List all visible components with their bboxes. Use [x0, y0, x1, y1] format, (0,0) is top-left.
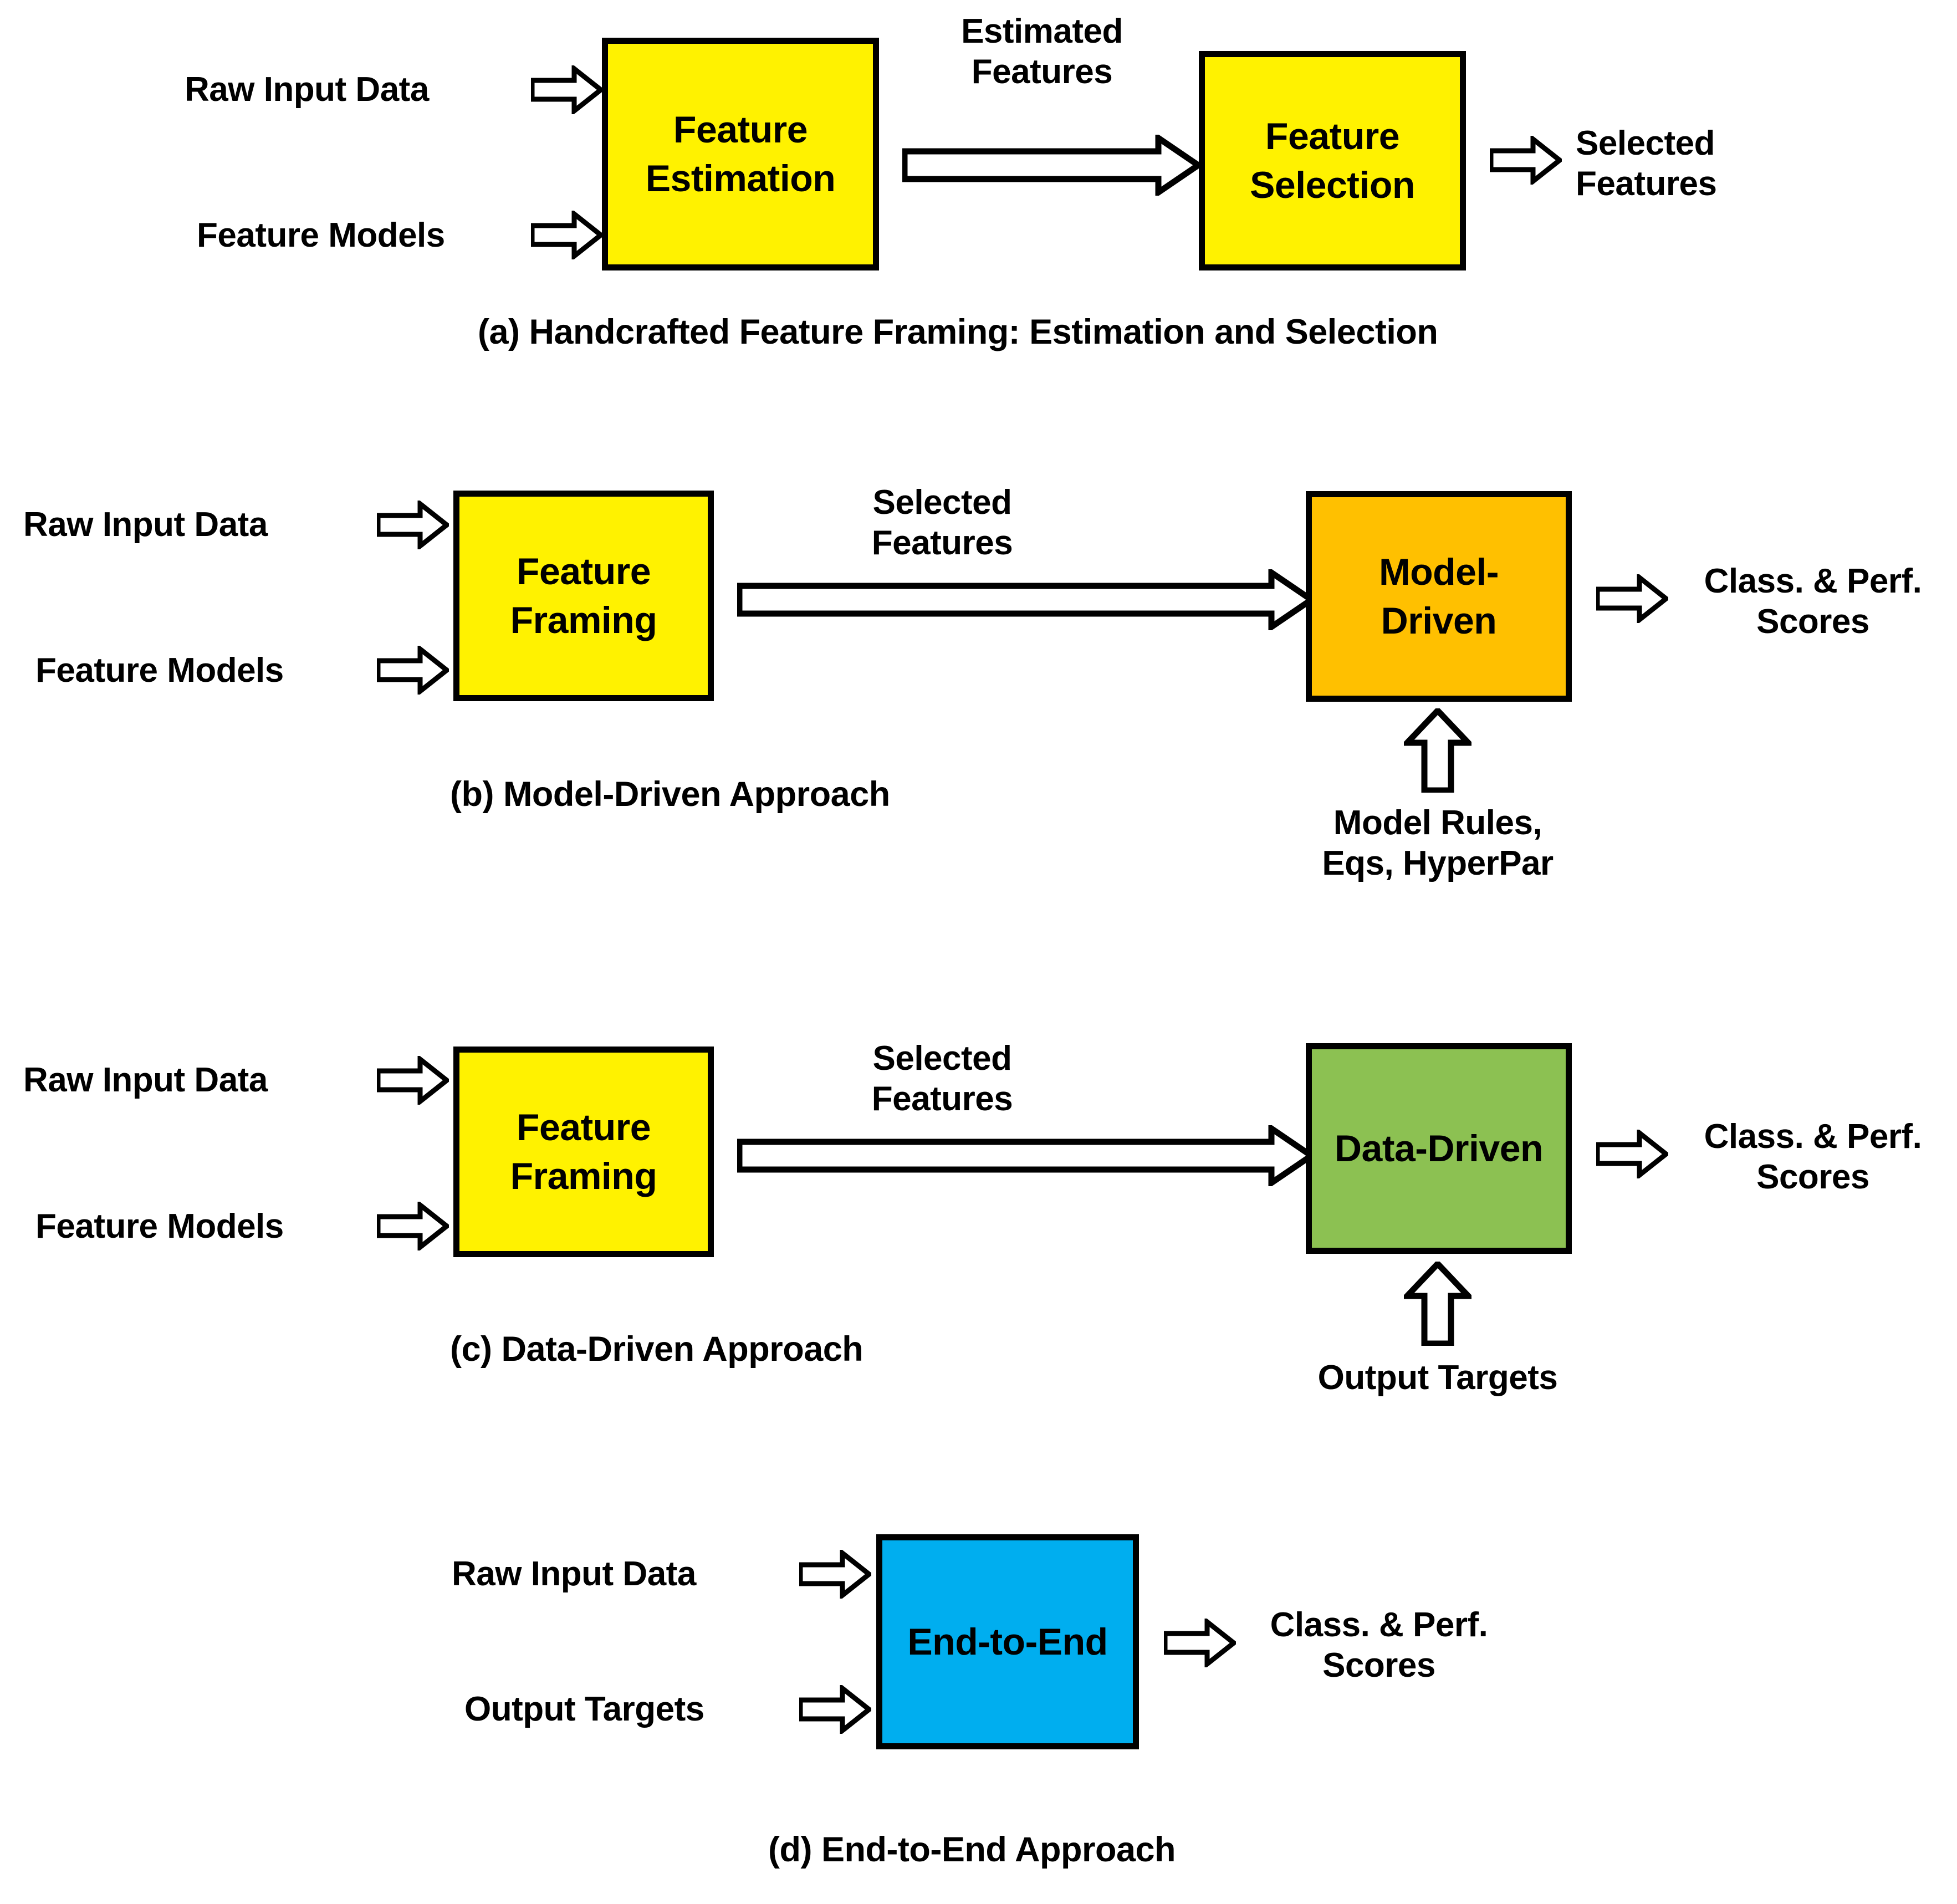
panel-d-input-1-label: Raw Input Data	[452, 1555, 696, 1593]
panel-d-input-2-label: Output Targets	[464, 1690, 704, 1728]
panel-c-link-label: Selected Features	[871, 1039, 1013, 1119]
panel-c-input-2-label: Feature Models	[35, 1207, 284, 1245]
panel-a-input-2-label: Feature Models	[197, 216, 445, 254]
panel-d-caption: (d) End-to-End Approach	[768, 1830, 1176, 1869]
panel-a-output-arrow-icon	[1490, 136, 1562, 185]
panel-d-output-label: Class. & Perf. Scores	[1270, 1606, 1488, 1685]
panel-c-feature-framing-box[interactable]: Feature Framing	[453, 1047, 714, 1257]
panel-b-side-input-label: Model Rules, Eqs, HyperPar	[1322, 804, 1554, 883]
panel-b-input-1-label: Raw Input Data	[23, 506, 268, 544]
panel-c-output-arrow-icon	[1596, 1130, 1668, 1178]
panel-c-input-1-arrow-icon	[377, 1056, 449, 1105]
panel-b-model-driven-box[interactable]: Model- Driven	[1306, 491, 1572, 702]
panel-a-input-1-label: Raw Input Data	[185, 70, 429, 109]
panel-a-feature-selection-box[interactable]: Feature Selection	[1199, 51, 1466, 270]
panel-b-caption: (b) Model-Driven Approach	[450, 775, 890, 814]
panel-b-input-1-arrow-icon	[377, 501, 449, 549]
panel-c-selected-features-arrow-icon	[737, 1125, 1315, 1186]
panel-b-feature-framing-box[interactable]: Feature Framing	[453, 491, 714, 701]
panel-a-link-label: Estimated Features	[961, 12, 1123, 91]
panel-c-feature-framing-label: Feature Framing	[510, 1106, 657, 1197]
panel-b-input-2-arrow-icon	[377, 646, 449, 695]
panel-b-feature-framing-label: Feature Framing	[510, 550, 657, 641]
panel-b-input-2-label: Feature Models	[35, 651, 284, 690]
panel-c-input-2-arrow-icon	[377, 1202, 449, 1250]
panel-c-output-label: Class. & Perf. Scores	[1704, 1117, 1922, 1197]
panel-c-side-input-label: Output Targets	[1317, 1359, 1558, 1397]
panel-b-side-input-arrow-icon	[1404, 708, 1471, 793]
panel-d-input-2-arrow-icon	[799, 1685, 871, 1734]
panel-c-side-input-arrow-icon	[1404, 1262, 1471, 1346]
panel-b-output-arrow-icon	[1596, 574, 1668, 623]
panel-c-caption: (c) Data-Driven Approach	[450, 1330, 863, 1369]
panel-a-input-2-arrow-icon	[531, 211, 603, 259]
panel-a-estimated-features-arrow-icon	[902, 135, 1202, 196]
panel-a-feature-estimation-box[interactable]: Feature Estimation	[602, 38, 879, 270]
panel-b-link-label: Selected Features	[871, 483, 1013, 563]
panel-c-input-1-label: Raw Input Data	[23, 1061, 268, 1099]
panel-a-feature-selection-label: Feature Selection	[1250, 115, 1415, 206]
panel-a-input-1-arrow-icon	[531, 65, 603, 114]
panel-b-selected-features-arrow-icon	[737, 569, 1315, 630]
panel-d-end-to-end-label: End-to-End	[907, 1620, 1108, 1663]
panel-a-caption: (a) Handcrafted Feature Framing: Estimat…	[478, 313, 1438, 351]
panel-d-end-to-end-box[interactable]: End-to-End	[876, 1534, 1139, 1749]
panel-a-feature-estimation-label: Feature Estimation	[645, 108, 836, 200]
panel-d-input-1-arrow-icon	[799, 1550, 871, 1599]
panel-a-output-label: Selected Features	[1576, 124, 1717, 203]
panel-b-model-driven-label: Model- Driven	[1378, 550, 1499, 642]
panel-d-output-arrow-icon	[1164, 1619, 1236, 1667]
panel-c-data-driven-box[interactable]: Data-Driven	[1306, 1043, 1572, 1254]
panel-b-output-label: Class. & Perf. Scores	[1704, 562, 1922, 641]
panel-c-data-driven-label: Data-Driven	[1334, 1127, 1544, 1170]
